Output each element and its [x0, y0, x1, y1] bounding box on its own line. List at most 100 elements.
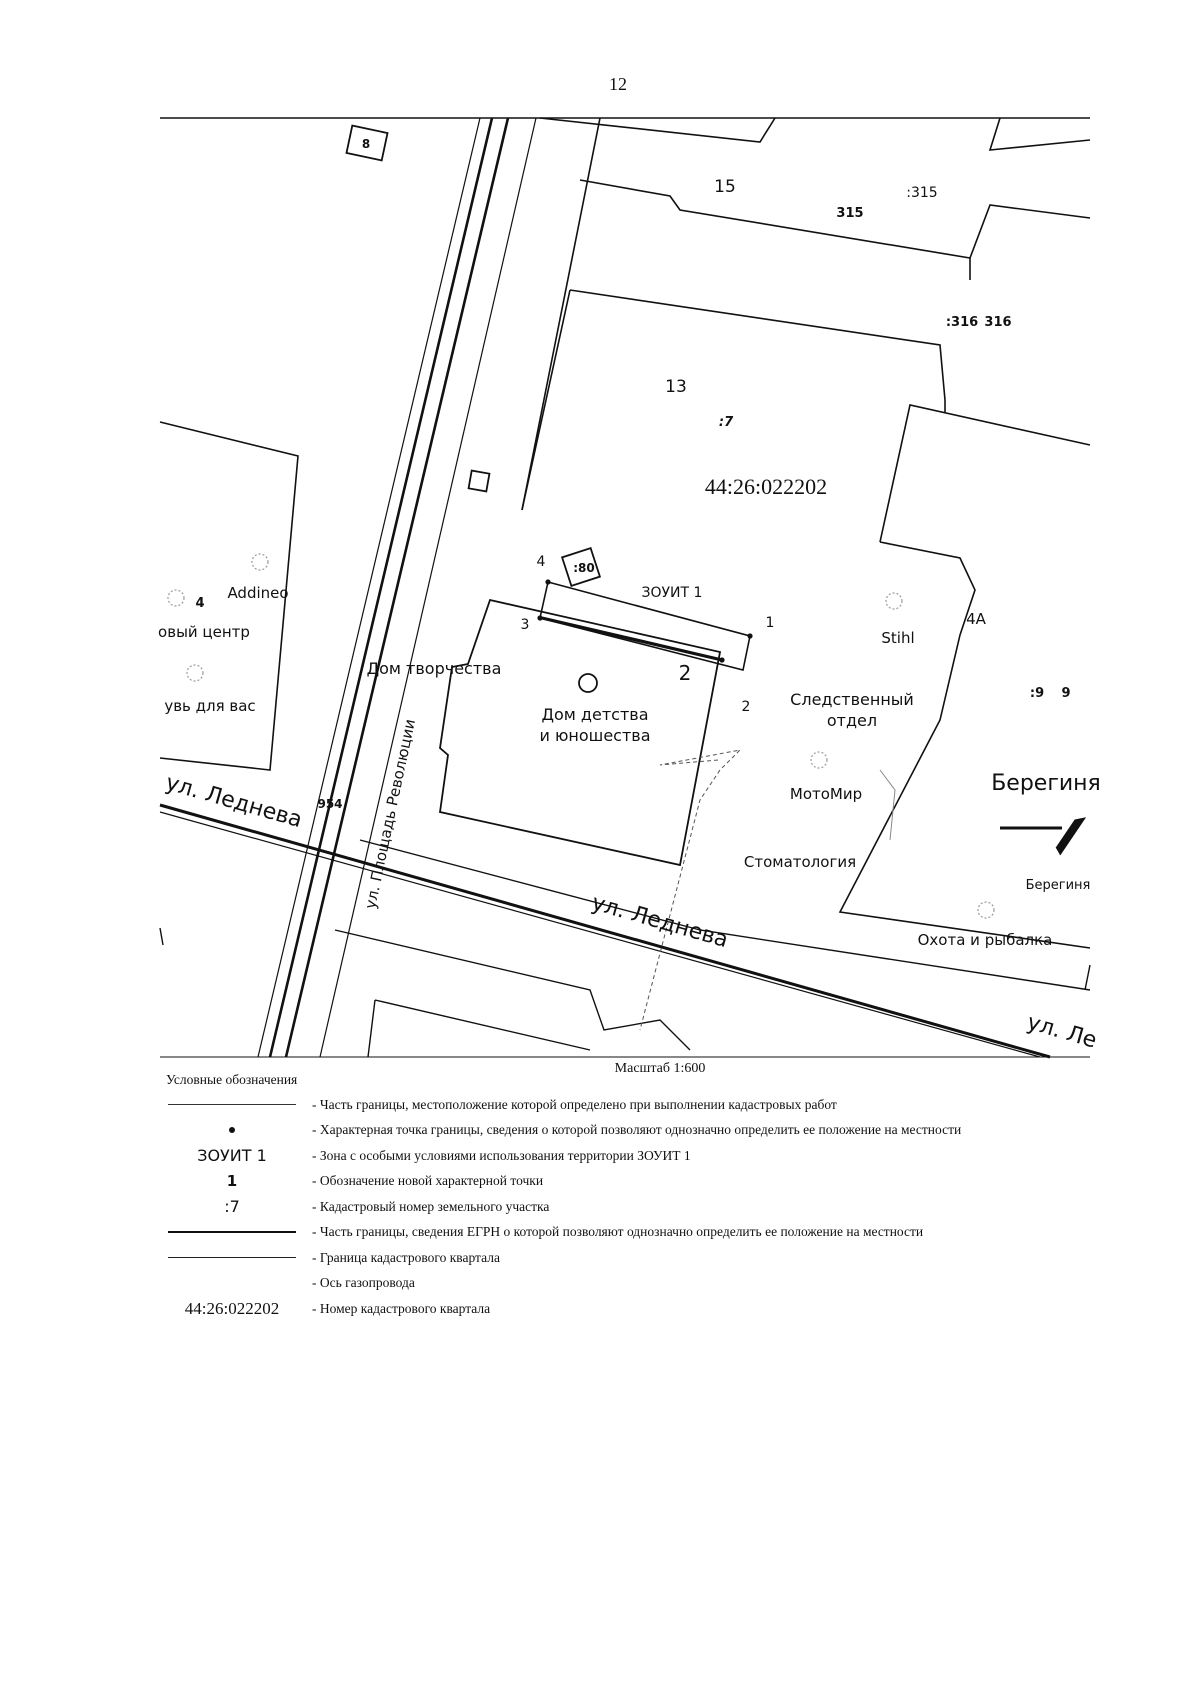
- point-label-1: 1: [766, 615, 775, 631]
- parcel-boundary: [988, 117, 1091, 151]
- parcel-label-9: 9: [1061, 686, 1070, 701]
- parcel-label-8: 8: [362, 137, 370, 151]
- parcel-4-boundary: [159, 421, 299, 771]
- boundary-point-4: [545, 579, 551, 585]
- place-dom-detstva-2: и юношества: [539, 726, 650, 745]
- street-ledneva-3: ул. Ле: [1024, 1010, 1099, 1054]
- legend-text-symbol: 1: [226, 1172, 238, 1191]
- legend-description: - Зона с особыми условиями использования…: [312, 1147, 691, 1163]
- parcel-label-13: 13: [665, 377, 687, 397]
- legend-description: - Ось газопровода: [312, 1275, 415, 1291]
- legend-symbol: [166, 1231, 298, 1234]
- parcel-8-marker: [345, 124, 389, 162]
- parcel-label-954: 954: [317, 797, 342, 811]
- legend-symbol: [166, 1104, 298, 1106]
- legend-description: - Кадастровый номер земельного участка: [312, 1198, 550, 1214]
- legend-text-symbol: :7: [224, 1197, 240, 1217]
- legend-item: - Граница кадастрового квартала: [166, 1245, 1106, 1271]
- place-addineo: Addineo: [227, 584, 288, 602]
- legend-line-symbol: [168, 1104, 296, 1106]
- parcel-15-boundary: [579, 179, 1091, 259]
- legend-symbol: [166, 1127, 298, 1134]
- parcel-label-15: 15: [714, 177, 736, 197]
- poi-icon: [167, 589, 185, 607]
- legend-description: - Номер кадастрового квартала: [312, 1300, 491, 1316]
- legend-description: - Характерная точка границы, сведения о …: [312, 1122, 962, 1138]
- street-ledneva-2: ул. Леднева: [589, 890, 731, 953]
- poi-icon: [251, 553, 269, 571]
- cadastral-quarter-number: 44:26:022202: [705, 474, 827, 499]
- legend-item: ЗОУИТ 1 - Зона с особыми условиями исполь…: [166, 1143, 1106, 1169]
- boundary-point-1: [747, 633, 753, 639]
- road-edge: [284, 117, 510, 1058]
- legend-item: 1 - Обозначение новой характерной точки: [166, 1169, 1106, 1195]
- legend-symbol: 1: [166, 1172, 298, 1190]
- parcel-13-boundary: [569, 289, 946, 401]
- place-beregina-small: Берегиня: [1026, 878, 1091, 893]
- zone-zouit-1: [539, 581, 751, 671]
- arrow-mark: [1055, 817, 1087, 856]
- poi-icon: [810, 751, 828, 769]
- new-boundary-segment: [541, 616, 723, 662]
- parcel-boundary: [539, 117, 776, 143]
- place-beregina-large: Берегиня: [991, 771, 1101, 796]
- place-otdel: отдел: [827, 711, 877, 730]
- place-sledstvenny: Следственный: [790, 690, 914, 709]
- legend-item: :7 - Кадастровый номер земельного участка: [166, 1194, 1106, 1220]
- poi-icon: [977, 901, 995, 919]
- legend-item: 44:26:022202 - Номер кадастрового квартал…: [166, 1296, 1106, 1322]
- legend-symbol: [166, 1257, 298, 1259]
- parcel-label-4a: 4А: [966, 610, 987, 628]
- building-icon: [578, 673, 598, 693]
- point-label-2-large: 2: [679, 661, 692, 685]
- place-dom-detstva-1: Дом детства: [541, 705, 648, 724]
- legend-item: - Часть границы, местоположение которой …: [166, 1092, 1106, 1118]
- legend-dot-symbol: [229, 1127, 235, 1134]
- parcel-label-4: 4: [195, 596, 204, 611]
- small-structure: [467, 469, 491, 493]
- legend-description: - Обозначение новой характерной точки: [312, 1173, 544, 1189]
- legend-title: Условные обозначения: [166, 1072, 298, 1087]
- map-scale: Масштаб 1:600: [615, 1061, 706, 1076]
- legend-line-symbol: [168, 1231, 296, 1234]
- legend: Условные обозначения - Часть границы, ме…: [166, 1072, 1106, 1322]
- legend-item: - Часть границы, сведения ЕГРН о которой…: [166, 1220, 1106, 1246]
- parcel-boundary: [879, 404, 1091, 543]
- boundary-point-3: [537, 615, 543, 621]
- legend-symbol: :7: [166, 1197, 298, 1216]
- legend-text-symbol: ЗОУИТ 1: [197, 1146, 267, 1166]
- parcel-cadnum-80: :80: [573, 561, 595, 575]
- legend-item: - Ось газопровода: [166, 1271, 1106, 1297]
- parcel-9-boundary: [838, 541, 1091, 949]
- parcel-cadnum-315: :315: [906, 185, 937, 201]
- building-dom-detstva: [438, 598, 722, 867]
- zone-label: ЗОУИТ 1: [642, 585, 703, 601]
- legend-line-symbol: [168, 1257, 296, 1259]
- legend-description: - Граница кадастрового квартала: [312, 1249, 500, 1265]
- parcel-label-315: 315: [836, 206, 863, 221]
- boundary-point-2: [719, 657, 725, 663]
- street-ledneva-1: ул. Леднева: [163, 770, 305, 833]
- cadastral-map: 8 15 :315 315 :316 316 13 :7 :80 4 4А :9…: [158, 117, 1101, 1076]
- parcel-80-marker: [560, 546, 602, 588]
- parcel-cadnum-316: :316: [946, 315, 978, 330]
- place-center: овый центр: [158, 623, 250, 641]
- place-obuv: увь для вас: [164, 697, 255, 715]
- parcel-cadnum-7: :7: [719, 415, 734, 430]
- legend-item: - Характерная точка границы, сведения о …: [166, 1118, 1106, 1144]
- place-motomir: МотоМир: [790, 785, 862, 803]
- point-label-2: 2: [742, 699, 751, 715]
- cadastral-quarter-boundary: [159, 803, 1051, 1059]
- legend-symbol: 44:26:022202: [166, 1299, 298, 1319]
- place-stihl: Stihl: [881, 629, 914, 647]
- legend-text-symbol: 44:26:022202: [184, 1298, 280, 1318]
- parcel-label-316: 316: [984, 315, 1011, 330]
- point-label-4: 4: [537, 554, 546, 570]
- place-stomatologiya: Стоматология: [744, 853, 856, 871]
- point-label-3: 3: [521, 617, 530, 633]
- place-okhota-rybalka: Охота и рыбалка: [918, 931, 1053, 949]
- legend-description: - Часть границы, сведения ЕГРН о которой…: [312, 1224, 924, 1240]
- poi-icon: [186, 664, 204, 682]
- legend-rows: - Часть границы, местоположение которой …: [166, 1092, 1106, 1322]
- road-edge: [268, 117, 494, 1058]
